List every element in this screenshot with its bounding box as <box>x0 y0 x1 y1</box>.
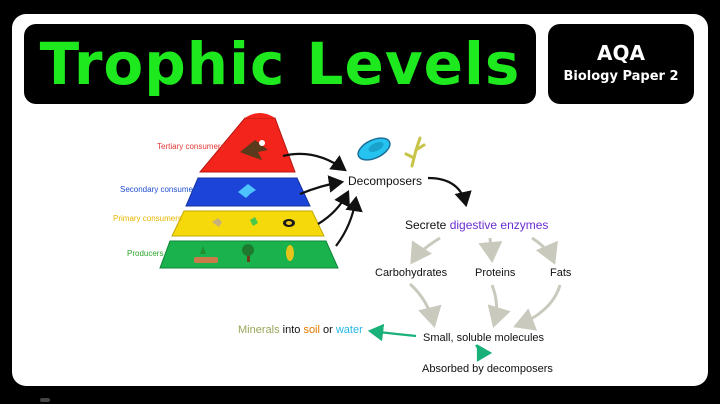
secrete-enzymes-label: Secrete digestive enzymes <box>405 218 548 232</box>
bird-icon <box>238 184 256 198</box>
arrow-enzymes-to-fats <box>531 236 558 265</box>
pyramid-apex <box>245 113 275 118</box>
progress-dot <box>40 398 50 402</box>
absorbed-label: Absorbed by decomposers <box>422 363 553 375</box>
small-molecules-label: Small, soluble molecules <box>423 332 545 344</box>
arrow-secondary-to-decomposers <box>299 175 345 196</box>
fats-label: Fats <box>550 267 572 279</box>
badge-paper: Biology Paper 2 <box>563 69 679 84</box>
secrete-prefix: Secrete <box>405 218 450 232</box>
arrow-producers-to-decomposers <box>335 195 363 247</box>
arrow-fats-to-molecules <box>513 284 562 331</box>
minerals-or: or <box>319 324 336 336</box>
minerals-word: Minerals <box>238 324 280 336</box>
minerals-into: into <box>279 324 304 336</box>
producer-icons <box>194 244 294 263</box>
digestive-enzymes-highlight: digestive enzymes <box>449 218 549 232</box>
arrow-enzymes-to-proteins <box>478 237 503 263</box>
label-producers: Producers <box>127 249 164 258</box>
arrow-molecules-to-absorbed <box>475 344 493 362</box>
arrow-decomposers-to-enzymes <box>427 176 472 208</box>
badge-board: AQA <box>597 41 645 65</box>
carbohydrates-label: Carbohydrates <box>375 267 448 279</box>
soil-word: soil <box>303 324 320 336</box>
title-banner: Trophic Levels <box>24 24 536 104</box>
exam-badge: AQA Biology Paper 2 <box>548 24 694 104</box>
page-title: Trophic Levels <box>39 30 521 98</box>
arrow-proteins-to-molecules <box>487 284 511 328</box>
insect-icons <box>212 217 295 227</box>
arrow-primary-to-decomposers <box>317 190 350 225</box>
eagle-icon <box>240 140 268 160</box>
pyramid-level-primary <box>171 210 325 237</box>
arrow-tertiary-to-decomposers <box>282 152 347 172</box>
water-word: water <box>335 324 363 336</box>
arrow-carbohydrates-to-molecules <box>408 282 442 328</box>
minerals-label: Minerals into soil or water <box>238 324 363 336</box>
fungus-icon <box>404 136 426 168</box>
bacterium-icon <box>357 137 391 161</box>
label-primary-consumers: Primary consumers <box>113 214 182 223</box>
arrow-enzymes-to-carbohydrates <box>410 236 441 265</box>
decomposers-label: Decomposers <box>348 174 423 188</box>
label-tertiary-consumers: Tertiary consumers <box>157 142 225 151</box>
arrow-molecules-to-minerals <box>367 323 417 342</box>
label-secondary-consumers: Secondary consumers <box>120 185 200 194</box>
proteins-label: Proteins <box>475 267 516 279</box>
